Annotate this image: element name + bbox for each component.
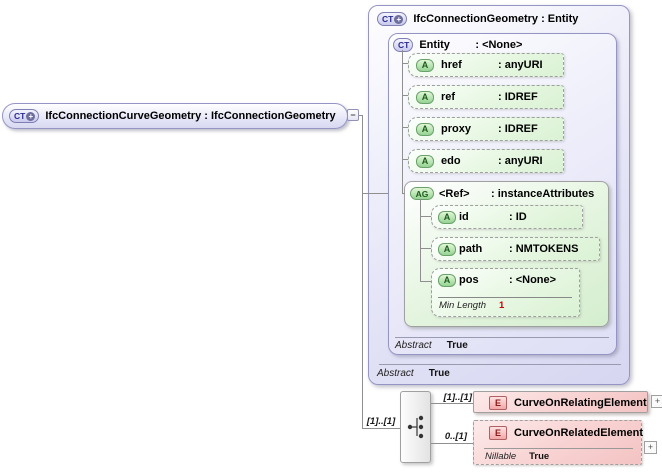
connector-line (362, 428, 400, 429)
attribute-name: ref (441, 91, 456, 103)
attribute-type: : NMTOKENS (509, 243, 579, 255)
facet-label: Min Length (439, 300, 487, 311)
connector-line (420, 248, 431, 249)
attribute-row: A pos : <None> (432, 269, 556, 291)
facet-label: Abstract (395, 340, 432, 351)
element-icon: E (489, 426, 507, 440)
attribute-type: : <None> (509, 274, 557, 286)
element-curve-on-related[interactable]: E CurveOnRelatedElement Nillable True (473, 420, 643, 465)
facet-value: True (446, 340, 468, 351)
element-curve-on-relating[interactable]: E CurveOnRelatingElement (473, 391, 648, 413)
connector-line (431, 443, 473, 444)
attribute-pos[interactable]: A pos : <None> Min Length 1 (431, 268, 580, 317)
divider (438, 297, 572, 298)
entity-type: : <None> (475, 39, 523, 51)
element-header: E CurveOnRelatingElement (474, 392, 647, 414)
facet-value: True (428, 368, 450, 379)
derived-plus-icon: + (394, 14, 404, 24)
connector-line (402, 159, 408, 160)
facet-label: Abstract (377, 368, 414, 379)
attribute-name: edo (441, 155, 461, 167)
connector-line (431, 403, 473, 404)
group-type: : instanceAttributes (491, 187, 595, 200)
connector-line (402, 63, 408, 64)
cardinality-label: 0..[1] (444, 431, 467, 442)
attribute-icon: A (416, 90, 434, 104)
connector-line (362, 193, 388, 194)
complex-type-icon: CT + (9, 109, 40, 123)
badge-text: CT (398, 40, 410, 50)
attribute-id[interactable]: A id : ID (431, 205, 583, 229)
badge-text: CT (382, 14, 394, 24)
attribute-name: id (459, 211, 469, 223)
divider (395, 337, 609, 338)
element-name: CurveOnRelatedElement (514, 427, 643, 439)
attribute-edo[interactable]: A edo : anyURI (408, 149, 564, 173)
expand-icon: + (647, 442, 654, 452)
attribute-type: : IDREF (498, 123, 538, 135)
base-type-header: CT + IfcConnectionGeometry : Entity (377, 12, 578, 26)
connector-line (402, 193, 405, 194)
attribute-group-icon: AG (410, 187, 434, 200)
connector-line (359, 115, 363, 116)
connector-line (420, 216, 431, 217)
attribute-group-header: AG <Ref> : instanceAttributes (410, 187, 594, 200)
sequence-connector[interactable] (400, 391, 431, 463)
attribute-ref[interactable]: A ref : IDREF (408, 85, 564, 109)
element-name: CurveOnRelatingElement (514, 397, 647, 409)
entity-header: CT Entity : <None> (393, 38, 522, 52)
divider (379, 364, 621, 365)
root-type-box[interactable]: CT + IfcConnectionCurveGeometry : IfcCon… (2, 103, 348, 129)
connector-line (402, 50, 403, 194)
attribute-proxy[interactable]: A proxy : IDREF (408, 117, 564, 141)
base-type-label: IfcConnectionGeometry : Entity (413, 13, 579, 25)
attribute-icon: A (438, 210, 456, 224)
element-icon: E (489, 396, 507, 410)
connector-line (362, 115, 363, 429)
minlength-facet: Min Length 1 (439, 300, 504, 311)
entity-name: Entity (419, 39, 450, 51)
badge-text: CT (14, 111, 26, 121)
abstract-facet: Abstract True (395, 340, 468, 351)
complex-type-icon: CT (393, 38, 414, 52)
group-name: <Ref> (439, 187, 470, 200)
attribute-icon: A (416, 122, 434, 136)
collapse-icon: − (350, 109, 356, 120)
abstract-facet: Abstract True (377, 368, 450, 379)
expand-icon: + (654, 396, 661, 406)
attribute-name: href (441, 59, 462, 71)
attribute-icon: A (416, 154, 434, 168)
connector-line (402, 127, 408, 128)
attribute-type: : ID (509, 211, 527, 223)
element-header: E CurveOnRelatedElement (474, 421, 643, 445)
facet-value: True (529, 451, 550, 462)
attribute-type: : anyURI (498, 59, 543, 71)
connector-line (402, 95, 408, 96)
sequence-icon (407, 415, 423, 439)
attribute-icon: A (416, 58, 434, 72)
connector-line (420, 199, 421, 282)
attribute-icon: A (438, 242, 456, 256)
connector-line (420, 281, 431, 282)
complex-type-icon: CT + (377, 12, 408, 26)
derived-plus-icon: + (26, 111, 36, 121)
divider (484, 448, 633, 449)
attribute-icon: A (438, 273, 456, 287)
expand-button[interactable]: + (644, 441, 657, 454)
collapse-toggle[interactable]: − (347, 109, 359, 121)
expand-button[interactable]: + (651, 395, 662, 408)
attribute-name: proxy (441, 123, 471, 135)
facet-value: 1 (499, 300, 505, 311)
facet-label: Nillable (485, 451, 517, 462)
cardinality-label: [1]..[1] (366, 416, 396, 427)
attribute-href[interactable]: A href : anyURI (408, 53, 564, 77)
attribute-type: : IDREF (498, 91, 538, 103)
nillable-facet: Nillable True (485, 451, 549, 462)
cardinality-label: [1]..[1] (443, 392, 473, 403)
attribute-type: : anyURI (498, 155, 543, 167)
attribute-path[interactable]: A path : NMTOKENS (431, 237, 600, 261)
root-type-label: IfcConnectionCurveGeometry : IfcConnecti… (45, 110, 336, 122)
attribute-name: path (459, 243, 483, 255)
attribute-name: pos (459, 274, 479, 286)
